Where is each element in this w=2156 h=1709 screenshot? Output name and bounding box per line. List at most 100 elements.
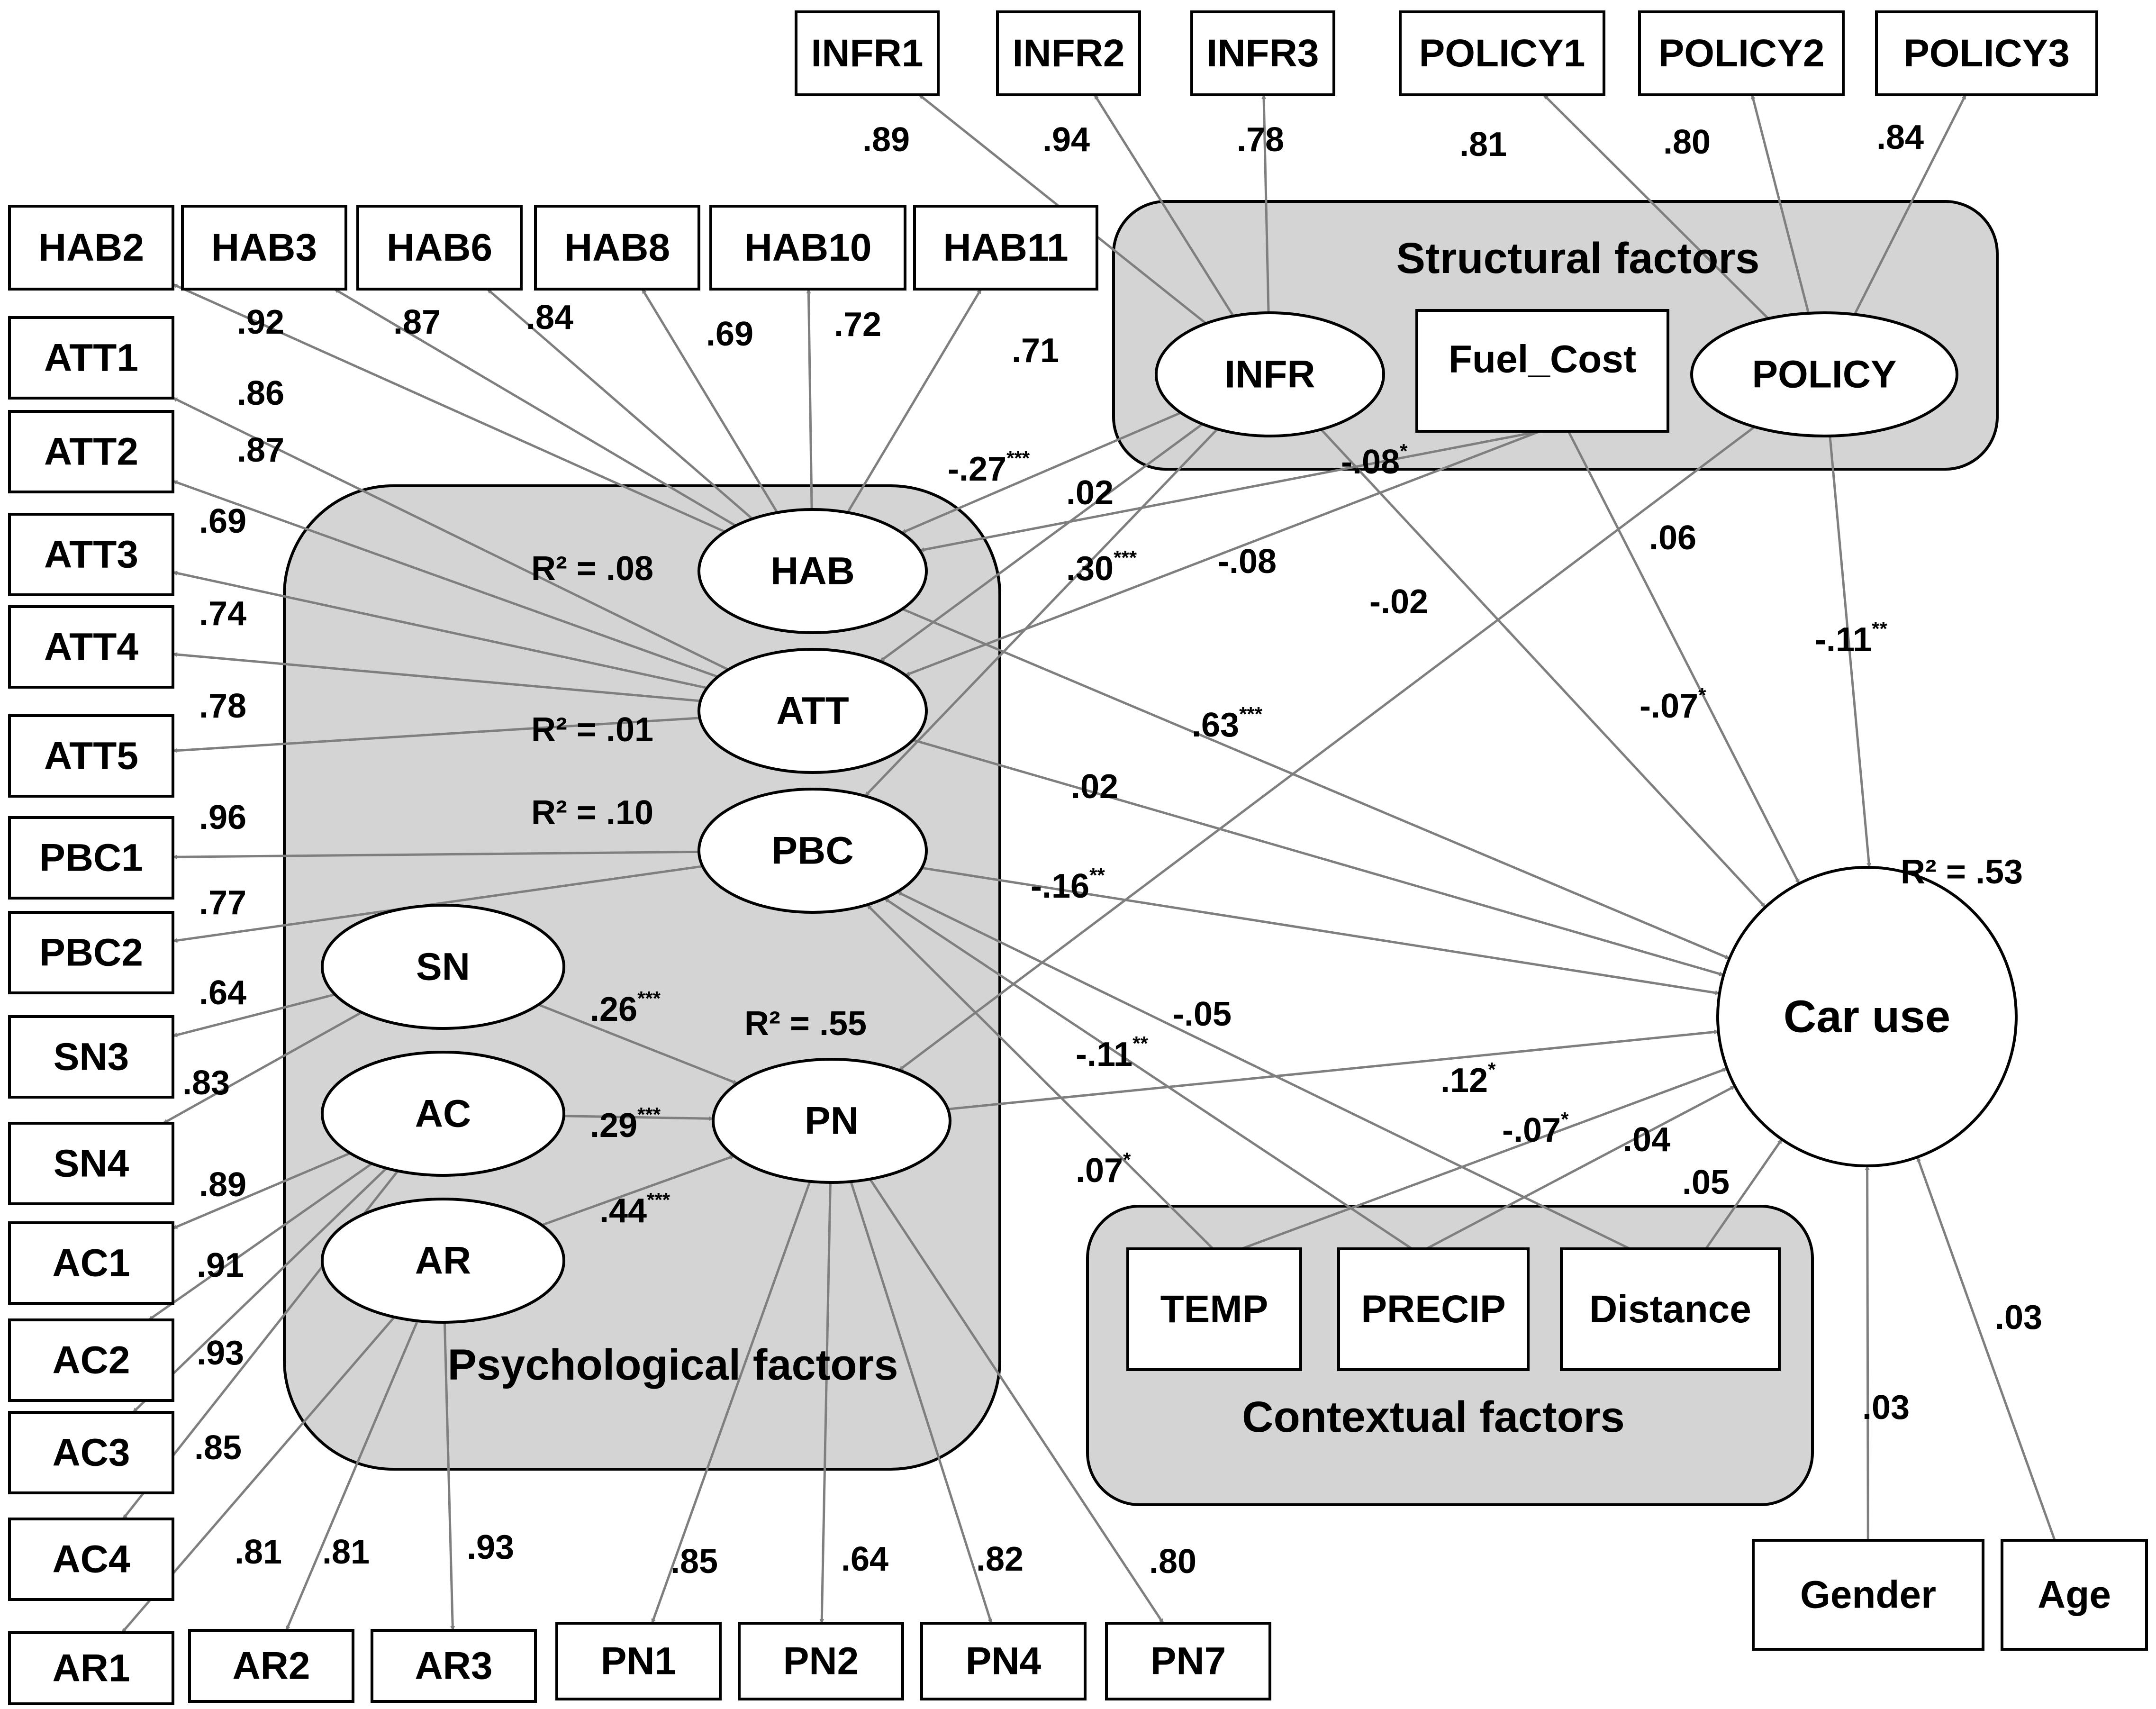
latent-policy-label: POLICY [1752,353,1896,396]
loading-coef-policy2: .80 [1663,123,1711,161]
loading-coef-ac2: .91 [197,1246,244,1284]
path-arrow-hab-car [902,608,1730,960]
loading-arrow-infr-infr2 [1093,94,1234,317]
indicator-ar3-box [371,1629,537,1703]
indicator-ar2-box [188,1629,354,1703]
indicator-pn2-box [738,1622,904,1700]
indicator-ar1-box [8,1631,174,1705]
path-arrow-fuel-car [1567,430,1801,884]
path-arrow-infr-hab [901,411,1181,534]
r2-pn: R² = .55 [744,1005,867,1043]
loading-coef-pn2: .64 [841,1540,888,1578]
loading-coef-sn4: .83 [182,1064,230,1102]
loading-arrow-sn-sn3 [172,993,335,1037]
loading-arrow-hab-hab11 [846,288,982,513]
path-coef-precip_car: .04 [1623,1121,1670,1159]
indicator-att5-label: ATT5 [44,735,138,778]
path-arrow-fuel-hab [919,430,1540,552]
indicator-pn1-box [555,1622,722,1700]
indicator-pn4-box [920,1622,1087,1700]
indicator-att4-label: ATT4 [44,626,138,669]
loading-arrow-hab-hab6 [486,288,753,520]
loading-coef-sn3: .64 [199,974,246,1012]
path-arrow-policy-car [1829,436,1872,868]
latent-pn-ellipse [712,1058,951,1184]
loading-arrow-hab-hab2 [172,283,726,533]
path-coef-infr_car: -.02 [1369,583,1428,621]
loading-arrow-hab-hab10 [806,289,813,510]
loading-coef-att2: .87 [237,431,284,469]
indicator-hab3-box [181,205,347,291]
loading-coef-ac1: .89 [199,1166,246,1204]
loading-coef-hab3: .87 [393,303,441,341]
indicator-att5-box [8,714,174,798]
latent-sn-ellipse [321,904,565,1030]
loading-coef-hab6: .84 [526,299,573,336]
path-arrow-policy-pn [898,426,1756,1072]
indicator-sn3-box [8,1015,174,1099]
path-coef-ac_pn: .29*** [590,1103,661,1145]
indicator-policy3-label: POLICY3 [1903,32,2070,75]
loading-coef-att1: .86 [237,374,284,412]
latent-infr-label: INFR [1224,353,1315,396]
indicator-ar3-label: AR3 [415,1645,492,1688]
indicator-fuel-label: Fuel_Cost [1449,338,1636,381]
latent-ar-label: AR [415,1239,471,1282]
loading-coef-pn4: .82 [976,1540,1024,1578]
loading-arrow-ar-ar2 [285,1320,419,1631]
loading-coef-ac3: .93 [197,1334,244,1372]
indicator-hab8-label: HAB8 [564,226,670,269]
latent-ar-ellipse [321,1198,565,1324]
path-coef-infr_pbc: .30*** [1066,546,1137,588]
indicator-att2-box [8,410,174,493]
path-coef-infr_att: .02 [1066,474,1114,512]
loading-arrow-hab-hab3 [334,288,736,527]
path-arrow-pbc-car [922,866,1720,995]
path-coef-pn_car: .12* [1440,1058,1496,1100]
indicator-hab6-box [356,205,523,291]
loading-coef-hab10: .72 [834,306,881,344]
indicator-att3-box [8,513,174,596]
indicator-precip-box [1337,1247,1530,1371]
path-arrow-dist-car [1704,1138,1783,1250]
indicator-ac1-box [8,1221,174,1305]
latent-pbc-ellipse [698,788,928,914]
group-label-structural: Structural factors [1396,234,1760,282]
loading-arrow-pn-pn2 [819,1182,832,1624]
path-arrow-infr-car [1320,428,1766,909]
indicator-dist-box [1560,1247,1781,1371]
loading-coef-pbc1: .96 [199,799,246,836]
loading-coef-att5: .78 [199,687,246,725]
indicator-ar2-label: AR2 [232,1645,310,1688]
indicator-infr2-label: INFR2 [1013,32,1125,75]
path-coef-fuel_att: -.08 [1218,543,1277,581]
loading-coef-infr1: .89 [862,121,910,159]
path-coef-pbc_car: -.16** [1031,864,1105,905]
group-label-psychological: Psychological factors [448,1341,898,1389]
loading-arrow-att-att5 [172,717,700,753]
indicator-pbc1-box [8,816,174,900]
indicator-ac4-label: AC4 [52,1538,130,1581]
loading-arrow-pn-pn7 [869,1178,1164,1624]
indicator-sn4-label: SN4 [54,1142,129,1185]
loading-coef-att3: .69 [199,502,246,540]
loading-coef-pn1: .85 [670,1543,718,1581]
loading-arrow-att-att1 [172,397,729,671]
loading-coef-hab8: .69 [706,315,753,353]
indicator-att3-label: ATT3 [44,533,138,576]
path-coef-policy_pn: .06 [1649,519,1696,557]
indicator-policy3-box [1875,10,2098,96]
loading-coef-att4: .74 [199,595,246,633]
indicator-sn4-box [8,1122,174,1205]
latent-att-ellipse [698,648,928,774]
r2-pbc: R² = .10 [531,794,653,832]
group-label-contextual: Contextual factors [1242,1393,1625,1441]
indicator-policy2-box [1638,10,1845,96]
indicator-infr3-box [1190,10,1335,96]
indicator-hab10-box [709,205,906,291]
loading-arrow-ac-ac2 [148,1163,373,1321]
path-coef-dist_car: .05 [1682,1164,1730,1201]
path-arrow-dist-pbc [897,891,1631,1250]
latent-att-label: ATT [776,690,849,733]
indicator-hab6-label: HAB6 [387,226,492,269]
